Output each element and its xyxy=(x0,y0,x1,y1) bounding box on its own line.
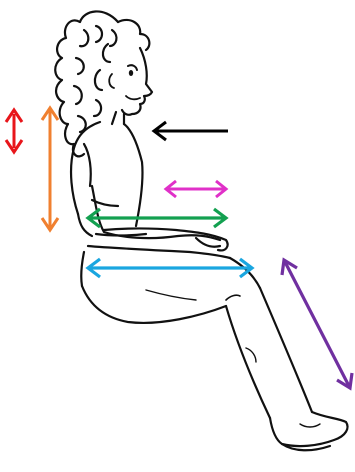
face xyxy=(109,48,152,115)
black-left-arrow xyxy=(154,122,228,140)
hair xyxy=(55,11,149,156)
green-double-arrow xyxy=(88,209,226,227)
lower-leg xyxy=(226,288,312,418)
magenta-double-arrow xyxy=(166,181,226,197)
cyan-double-arrow xyxy=(88,259,252,277)
orange-double-arrow xyxy=(42,108,58,230)
red-double-arrow xyxy=(6,110,22,152)
purple-double-arrow xyxy=(282,260,352,388)
seated-figure xyxy=(55,11,347,450)
foot xyxy=(270,412,348,450)
